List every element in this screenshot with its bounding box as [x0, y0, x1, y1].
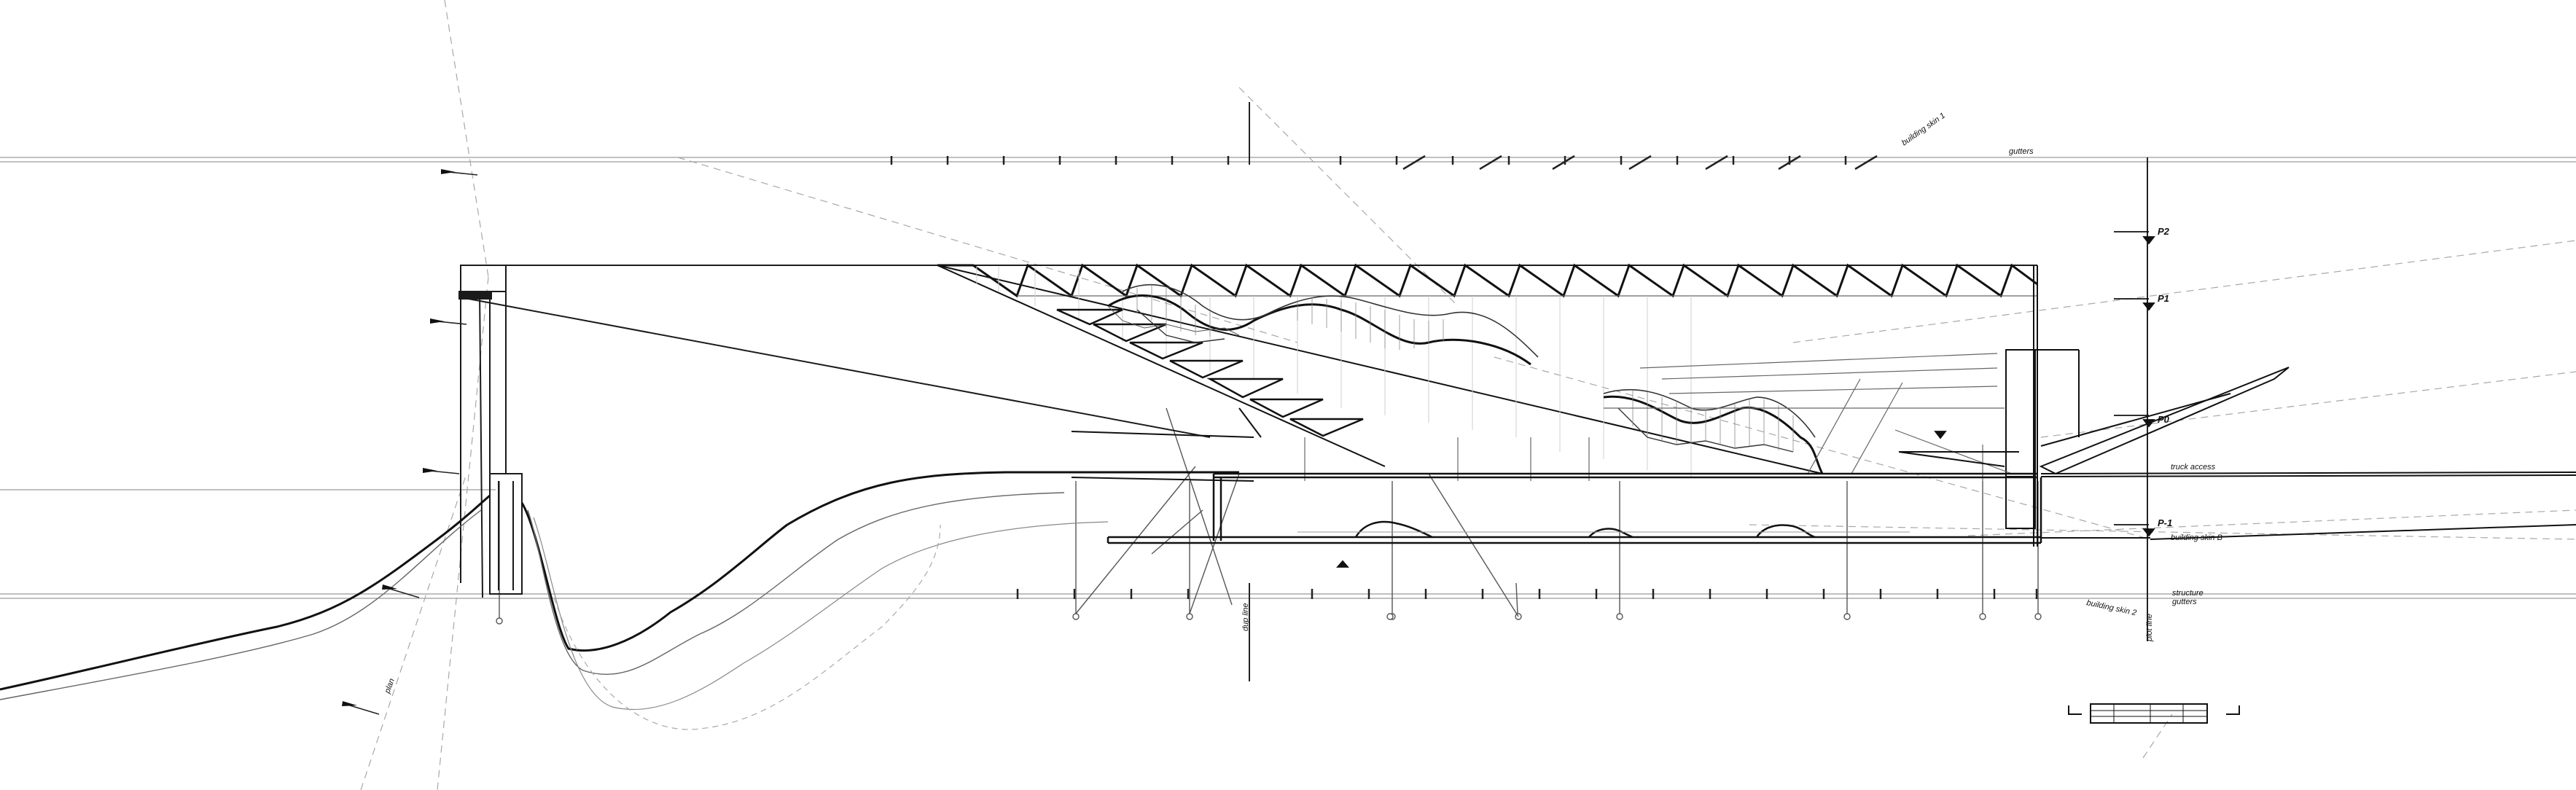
- top-diagonal-ticks: [1402, 155, 1878, 171]
- right-building: [2005, 265, 2080, 547]
- label-structure: structure: [2172, 589, 2204, 598]
- label-plot-line: plot line: [2145, 614, 2154, 642]
- interior-lines: [1304, 353, 2013, 481]
- stepped-ribs: [1056, 308, 1364, 437]
- label-plan: plan: [383, 677, 397, 695]
- level-label-p1: P1: [2158, 293, 2169, 304]
- basement: [1106, 472, 2042, 544]
- label-truck-access: truck access: [2171, 463, 2216, 472]
- inclined-screen: [937, 265, 1823, 482]
- basement-landscape: [1297, 520, 1910, 539]
- diagonal-grid-lines: [1075, 407, 1519, 617]
- landscape-mesh-texture: [1136, 286, 1794, 452]
- left-wall: [458, 265, 2037, 598]
- screen-hatching: [976, 267, 1692, 477]
- top-ticks: [890, 156, 1847, 165]
- label-building-skin-b: building skin B: [2171, 533, 2222, 542]
- column-grid-markers: [496, 481, 2042, 625]
- level-markers: [1336, 231, 2155, 568]
- truck-access: [1898, 367, 2576, 540]
- bottom-ticks: [1016, 589, 2038, 599]
- level-label-p2: P2: [2158, 226, 2170, 237]
- label-gutters-top: gutters: [2009, 147, 2034, 156]
- sawtooth-roof: [937, 263, 2038, 298]
- dashed-construction-lines: [360, 0, 2576, 790]
- key-plan: [2068, 703, 2240, 724]
- terrain: [0, 471, 1239, 730]
- label-gutters-bottom: gutters: [2172, 598, 2197, 606]
- label-building-skin-1: building skin 1: [1900, 112, 1947, 148]
- label-dup-line: dup line: [1241, 603, 1250, 631]
- level-label-p0: P0: [2158, 414, 2170, 425]
- level-label-p-1: P-1: [2158, 517, 2172, 528]
- left-arrowheads: [342, 169, 456, 706]
- label-building-skin-2: building skin 2: [2085, 598, 2137, 617]
- axis-lines: [1249, 102, 2148, 681]
- left-arrows: [342, 171, 478, 715]
